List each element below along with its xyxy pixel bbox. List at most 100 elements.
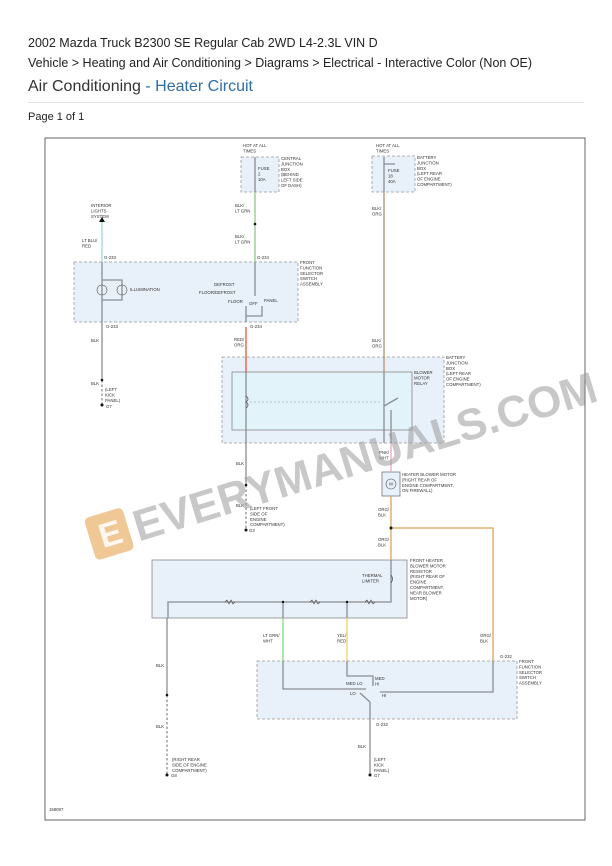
switch-position-panel: PANEL — [264, 298, 278, 303]
label-line: ORG/ — [378, 537, 390, 542]
ground-g7: G7 — [106, 404, 112, 409]
connector-g232: G-232 — [376, 722, 389, 727]
label-line: BOX — [417, 166, 426, 171]
wire-label: RED/ORG — [234, 337, 245, 347]
label-line: THERMAL — [362, 573, 383, 578]
label-line: ENGINE — [250, 517, 267, 522]
label-line: MOTOR) — [410, 596, 428, 601]
label-line: FUSE — [258, 166, 270, 171]
label-line: JUNCTION — [417, 160, 439, 165]
switch-position-floor: FLOOR — [228, 299, 243, 304]
central-junction-box — [240, 156, 280, 193]
label-line: BLK/ — [372, 338, 382, 343]
label-line: WHT — [379, 455, 389, 460]
label-line: FUNCTION — [300, 265, 322, 270]
label-line: BLK — [378, 542, 386, 547]
wire-label: ORG/BLK — [378, 537, 390, 547]
label-line: WHT — [263, 638, 273, 643]
label-line: (RIGHT REAR — [172, 757, 200, 762]
label-line: BATTERY — [446, 355, 466, 360]
label-line: BOX — [446, 366, 455, 371]
label-line: BLK/ — [235, 203, 245, 208]
wire-label: PNK/WHT — [379, 450, 390, 460]
label-line: TIMES — [376, 148, 389, 153]
label-line: ENGINE — [410, 580, 427, 585]
switch-position-lo: LO — [350, 691, 356, 696]
switch-position-defrost: DEFROST — [214, 282, 235, 287]
label-line: OF ENGINE — [446, 377, 470, 382]
label-line: PNK/ — [379, 450, 390, 455]
label-line: LEFT SIDE — [281, 178, 303, 183]
label-line: YEL/ — [337, 633, 347, 638]
switch-position-med-lo: MED LO — [346, 681, 363, 686]
label-line: LIGHTS — [91, 208, 107, 213]
label-line: FUSE — [388, 168, 400, 173]
label-line: SWITCH — [519, 675, 536, 680]
label-line: HI — [375, 681, 379, 686]
connector-g233: G-233 — [106, 324, 119, 329]
label-line: FRONT — [300, 260, 315, 265]
label-line: (RIGHT REAR OF — [410, 574, 445, 579]
label-line: COMPARTMENT) — [446, 382, 481, 387]
label-line: (LEFT — [105, 387, 117, 392]
label-line: PANEL) — [374, 768, 390, 773]
label-line: (LEFT REAR — [417, 171, 442, 176]
label-line: JUNCTION — [446, 360, 468, 365]
label-line: RED — [337, 638, 346, 643]
label-line: LT BLU/ — [82, 238, 98, 243]
label-line: RED/ — [234, 337, 245, 342]
label-line: COMPARTMENT) — [250, 522, 285, 527]
front-function-selector-switch-1 — [73, 261, 299, 323]
label-line: COMPARTMENT) — [417, 182, 452, 187]
label-line: HOT AT ALL — [243, 143, 267, 148]
breadcrumb: Vehicle > Heating and Air Conditioning >… — [28, 56, 533, 70]
label-line: (BEHIND — [281, 172, 299, 177]
label-line: BLOWER MOTOR — [410, 563, 446, 568]
label-line: SYSTEM — [91, 214, 109, 219]
label-line: TIMES — [243, 148, 256, 153]
wire-label: BLK/ORG — [372, 338, 382, 348]
label-line: ORG — [234, 342, 244, 347]
label-line: KICK — [374, 762, 384, 767]
label-line: ORG/ — [480, 633, 492, 638]
label-line: RELAY — [414, 381, 428, 386]
ground-g7: G7 — [374, 773, 380, 778]
wire-label: BLK — [91, 381, 99, 386]
wire-label: LT GRN/WHT — [263, 633, 280, 643]
switch-position-hi: HI — [382, 693, 386, 698]
label-line: FRONT — [519, 659, 534, 664]
wire-label: ORG/BLK — [378, 507, 390, 517]
label-line: RED — [82, 243, 91, 248]
label-line: MED — [375, 676, 385, 681]
connector-g233: G-233 — [104, 255, 117, 260]
vehicle-title: 2002 Mazda Truck B2300 SE Regular Cab 2W… — [28, 36, 378, 50]
wire-label: BLK/LT GRN — [235, 234, 250, 244]
label-line: 2 — [258, 171, 261, 176]
label-line: LT GRN — [235, 208, 250, 213]
label-line: LT GRN — [235, 239, 250, 244]
label-line: CENTRAL — [281, 156, 302, 161]
bulb-icon — [116, 284, 128, 296]
label-line: BLOWER — [414, 370, 433, 375]
label-line: ON FIREWALL) — [402, 488, 433, 493]
switch-position-off: OFF — [249, 301, 258, 306]
divider — [28, 102, 584, 103]
wire-label: BLK/ORG — [372, 206, 382, 216]
label-line: SELECTOR — [519, 670, 542, 675]
label-line: BLK/ — [372, 206, 382, 211]
label-line: HEATER BLOWER MOTOR — [402, 472, 456, 477]
label-line: ORG — [372, 343, 382, 348]
